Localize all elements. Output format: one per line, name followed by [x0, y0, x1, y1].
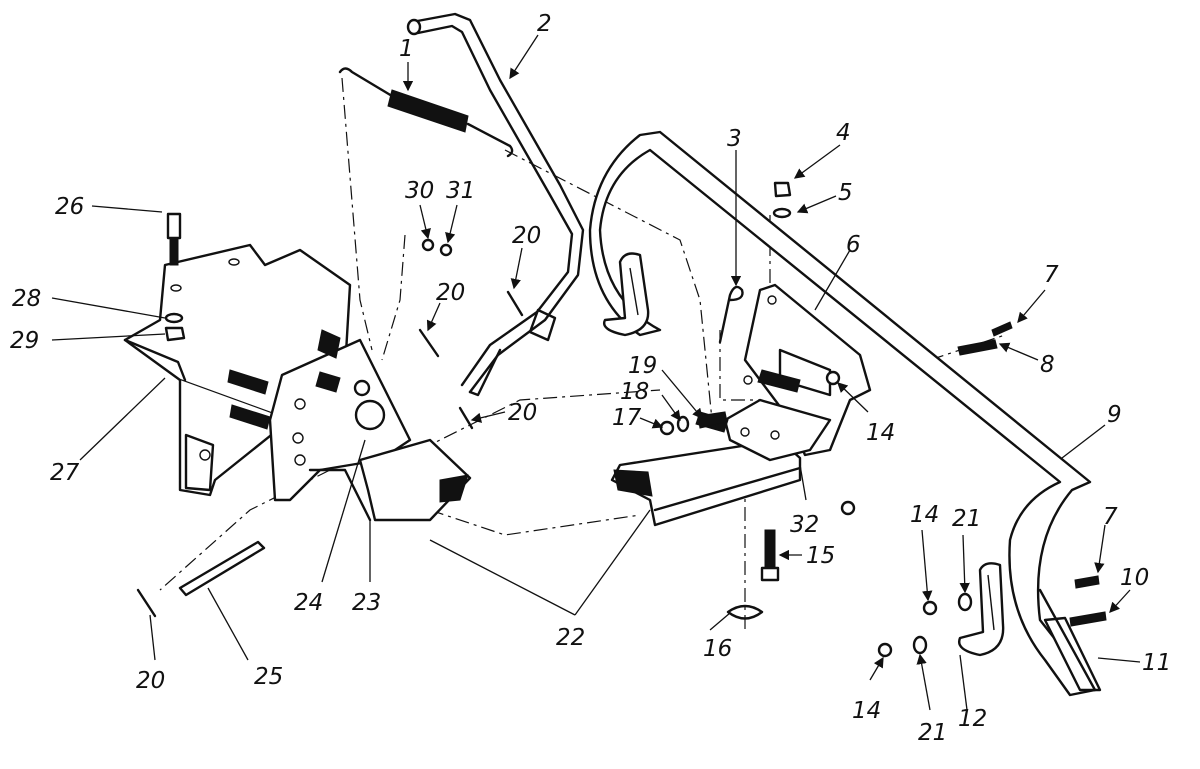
callout-24: 24	[294, 590, 323, 616]
callout-27: 27	[50, 460, 80, 486]
callout-numbers: 1 2 3 4 5 6 7 8 9 7 10 11 12 14 14 14 15…	[10, 11, 1171, 746]
callout-12: 12	[958, 706, 987, 732]
callout-14-upper: 14	[910, 502, 939, 528]
callout-10: 10	[1120, 565, 1149, 591]
callout-30: 30	[405, 178, 434, 204]
callout-7-lower: 7	[1103, 504, 1118, 530]
callout-29: 29	[10, 328, 39, 354]
callout-14-lower: 14	[852, 698, 881, 724]
callout-1: 1	[399, 36, 414, 62]
callout-26: 26	[55, 194, 84, 220]
callout-22: 22	[556, 625, 585, 651]
snow-blade	[588, 130, 1097, 697]
skid-shoe-upper	[603, 252, 650, 337]
skid-shoe-lower	[958, 562, 1005, 657]
lift-spring	[338, 67, 514, 158]
callout-31: 31	[446, 178, 475, 204]
callout-28: 28	[12, 286, 41, 312]
callout-21-upper: 21	[952, 506, 981, 532]
callout-17: 17	[612, 405, 642, 431]
callout-11: 11	[1142, 650, 1171, 676]
callout-14-bracket: 14	[866, 420, 895, 446]
callout-18: 18	[620, 379, 649, 405]
lift-handle	[406, 12, 585, 397]
leader-lines	[51, 34, 1141, 711]
push-bar	[610, 438, 802, 527]
callout-20-c: 20	[508, 400, 537, 426]
callout-21-lower: 21	[918, 720, 947, 746]
callout-8: 8	[1040, 352, 1055, 378]
callout-9: 9	[1107, 402, 1122, 428]
callout-6: 6	[846, 232, 861, 258]
hardware	[136, 181, 1107, 658]
callout-19: 19	[628, 353, 657, 379]
callout-15: 15	[806, 543, 835, 569]
callout-3: 3	[727, 126, 742, 152]
callout-5: 5	[838, 180, 853, 206]
callout-4: 4	[836, 120, 851, 146]
blade-mount-bracket	[695, 283, 872, 462]
callout-16: 16	[703, 636, 732, 662]
callout-25: 25	[254, 664, 283, 690]
callout-2: 2	[537, 11, 552, 37]
hitch-tube	[308, 438, 472, 522]
callout-20-a: 20	[512, 223, 541, 249]
callout-7-upper: 7	[1044, 262, 1059, 288]
callout-20-b: 20	[436, 280, 465, 306]
callout-23: 23	[352, 590, 381, 616]
wear-strip	[1038, 588, 1102, 692]
callout-32: 32	[790, 512, 819, 538]
callout-20-d: 20	[136, 668, 165, 694]
